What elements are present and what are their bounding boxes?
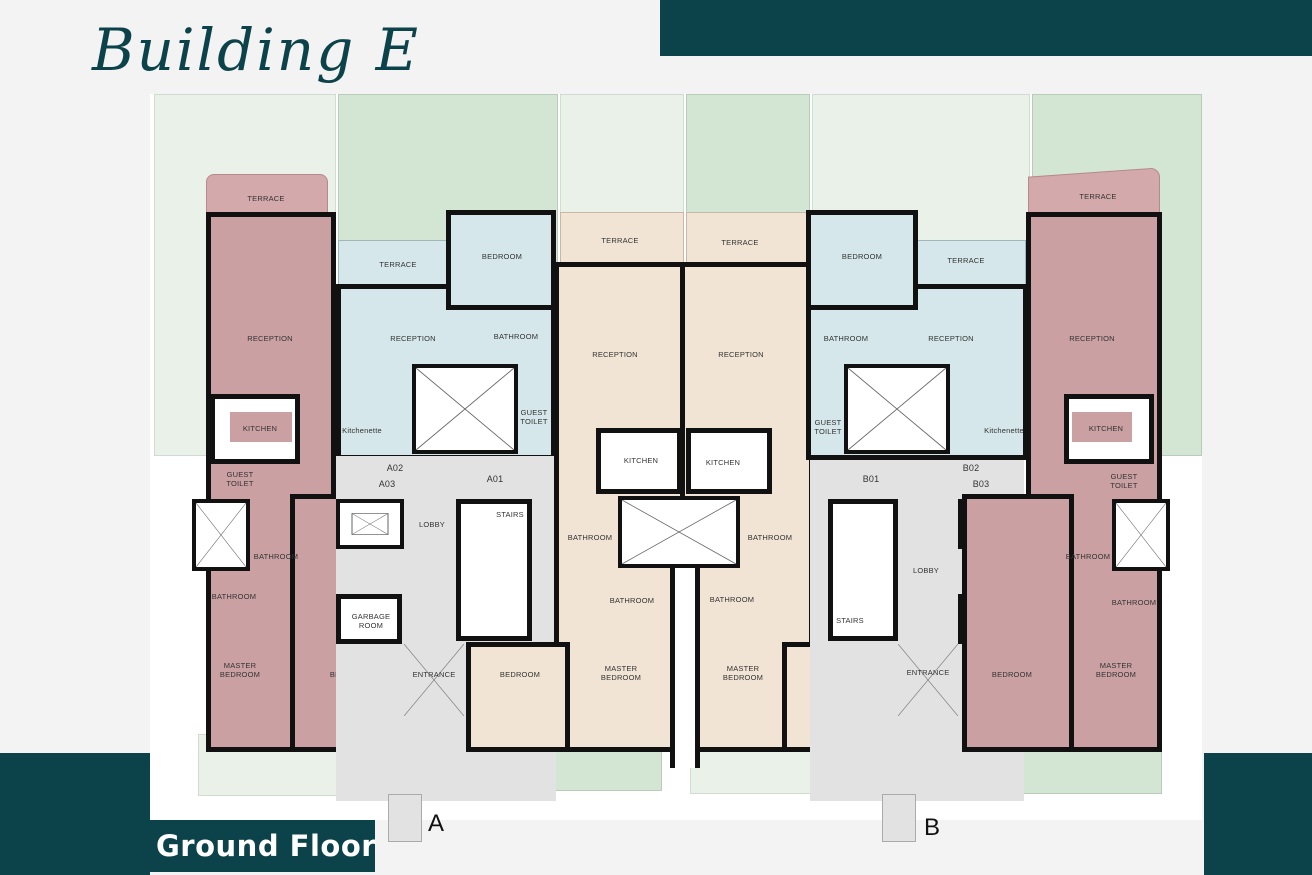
entrance-letter-a: A	[428, 810, 445, 837]
page-title: Building E	[92, 16, 421, 84]
bathroom-label: BATHROOM	[1111, 598, 1157, 607]
entry-steps-a	[388, 794, 422, 842]
reception-label: RECEPTION	[247, 334, 293, 343]
kitchen-counter	[1072, 412, 1132, 442]
void-shaft	[844, 364, 950, 454]
master-bedroom-label: MASTER BEDROOM	[219, 661, 261, 679]
kitchen-label: KITCHEN	[623, 456, 659, 465]
unit-marker-a03: A03	[378, 479, 396, 489]
guest-toilet-label: GUEST TOILET	[1110, 472, 1138, 490]
kitchen-counter	[230, 412, 292, 442]
bedroom-label: BEDROOM	[499, 670, 541, 679]
guest-toilet-label: GUEST TOILET	[520, 408, 548, 426]
entrance-label: ENTRANCE	[906, 668, 950, 677]
garbage-room-a	[336, 594, 402, 644]
kitchen-label: KITCHEN	[705, 458, 741, 467]
terrace-label: TERRACE	[947, 256, 985, 265]
kitchenette-label: Kitchenette	[342, 426, 382, 435]
unit-marker-a02: A02	[386, 463, 404, 473]
garbage-room-label: GARBAGE ROOM	[351, 612, 391, 630]
kitchenette-label: Kitchenette	[984, 426, 1024, 435]
void-shaft	[1112, 499, 1170, 571]
reception-label: RECEPTION	[718, 350, 764, 359]
bathroom-label: BATHROOM	[747, 533, 793, 542]
entrance-a	[403, 643, 465, 764]
bedroom-label: BEDROOM	[841, 252, 883, 261]
bathroom-label: BATHROOM	[609, 596, 655, 605]
entry-steps-b	[882, 794, 916, 842]
garden	[560, 94, 684, 216]
void-shaft	[618, 496, 740, 568]
corridor-center	[670, 568, 700, 768]
bathroom-label: BATHROOM	[567, 533, 613, 542]
terrace-label: TERRACE	[379, 260, 417, 269]
bathroom-label: BATHROOM	[823, 334, 869, 343]
kitchen-a01	[596, 428, 682, 494]
bedroom-a01	[466, 642, 570, 752]
void-shaft	[192, 499, 250, 571]
bedroom-label: BEDROOM	[991, 670, 1033, 679]
guest-toilet-label: GUEST TOILET	[226, 470, 254, 488]
floor-badge	[150, 820, 375, 872]
guest-toilet-label: GUEST TOILET	[814, 418, 842, 436]
master-bedroom-label: MASTER BEDROOM	[1095, 661, 1137, 679]
entrance-b	[897, 643, 959, 764]
entrance-label: ENTRANCE	[412, 670, 456, 679]
reception-label: RECEPTION	[1069, 334, 1115, 343]
bottom-right-block	[1204, 753, 1312, 875]
bottom-left-block	[0, 753, 150, 875]
terrace-a03	[206, 174, 328, 218]
terrace-label: TERRACE	[247, 194, 285, 203]
master-bedroom-label: MASTER BEDROOM	[722, 664, 764, 682]
bathroom-label: BATHROOM	[493, 332, 539, 341]
stairs-a	[456, 499, 532, 641]
elevator	[336, 499, 404, 549]
floor-plan: TERRACE RECEPTION KITCHEN GUEST TOILET B…	[150, 94, 1202, 842]
unit-marker-a01: A01	[486, 474, 504, 484]
terrace-label: TERRACE	[721, 238, 759, 247]
terrace-label: TERRACE	[1079, 192, 1117, 201]
bathroom-label: BATHROOM	[1065, 552, 1111, 561]
kitchen-label: KITCHEN	[1088, 424, 1124, 433]
lobby-label: LOBBY	[418, 520, 445, 529]
bedroom-label: BEDROOM	[481, 252, 523, 261]
reception-label: RECEPTION	[390, 334, 436, 343]
unit-b02-bedroom	[806, 210, 918, 310]
unit-b03-wing	[962, 494, 1074, 752]
unit-a02-bedroom	[446, 210, 556, 310]
kitchen-b01	[686, 428, 772, 494]
reception-label: RECEPTION	[928, 334, 974, 343]
bathroom-label: BATHROOM	[709, 595, 755, 604]
unit-b03	[1026, 212, 1162, 752]
terrace-b01	[686, 212, 810, 266]
unit-marker-b03: B03	[972, 479, 990, 489]
reception-label: RECEPTION	[592, 350, 638, 359]
bathroom-label: BATHROOM	[211, 592, 257, 601]
stairs-b	[828, 499, 898, 641]
bathroom-label: BATHROOM	[253, 552, 299, 561]
terrace-label: TERRACE	[601, 236, 639, 245]
kitchen-label: KITCHEN	[242, 424, 278, 433]
floor-label: Ground Floor	[156, 829, 377, 863]
unit-marker-b02: B02	[962, 463, 980, 473]
entrance-letter-b: B	[924, 814, 941, 841]
void-shaft	[412, 364, 518, 454]
garden	[686, 94, 810, 216]
top-banner	[660, 0, 1312, 56]
stairs-label: STAIRS	[496, 510, 524, 519]
unit-marker-b01: B01	[862, 474, 880, 484]
stairs-label: STAIRS	[836, 616, 864, 625]
master-bedroom-label: MASTER BEDROOM	[600, 664, 642, 682]
lobby-label: LOBBY	[912, 566, 939, 575]
